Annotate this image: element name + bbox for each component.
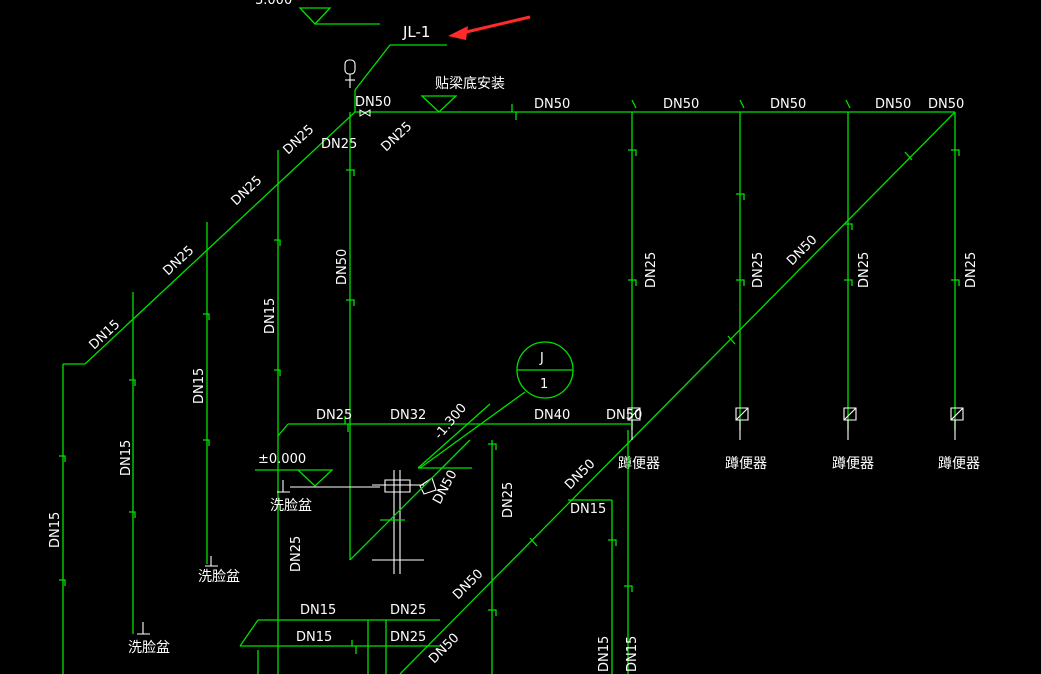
elevation-zero-group: ±0.000 <box>255 452 380 488</box>
beam-note-group: 贴梁底安装 <box>420 76 505 113</box>
section-marker-top: J <box>539 351 544 366</box>
size-label: DN50 <box>335 249 350 285</box>
size-label: DN25 <box>501 482 516 518</box>
elevation-top-label: 3.000 <box>255 0 292 8</box>
meter-assembly <box>349 439 471 574</box>
size-label: DN15 <box>263 298 278 334</box>
lower-horizontal-pipe: DN25 DN32 DN40 DN50 -1.300 <box>277 401 642 469</box>
size-label: DN32 <box>390 408 426 423</box>
section-marker: J 1 <box>419 341 574 469</box>
size-label: DN25 <box>644 252 659 288</box>
squat-toilet-label: 蹲便器 <box>832 456 874 472</box>
size-label: DN15 <box>119 440 134 476</box>
section-marker-bottom: 1 <box>540 377 548 392</box>
riser-tag-group: JL-1 <box>354 23 447 91</box>
size-label: DN15 <box>300 603 336 618</box>
bottom-rows: DN15 DN25 DN15 DN25 <box>239 603 440 674</box>
lower-right-dn15: DN15 DN15 DN15 <box>568 430 640 674</box>
size-label: DN50 <box>663 97 699 112</box>
red-arrow-shaft <box>461 15 531 35</box>
size-label: DN40 <box>534 408 570 423</box>
size-label: DN50 <box>534 97 570 112</box>
size-label: DN15 <box>597 636 612 672</box>
left-verticals: DN15 DN15 DN15 DN15 <box>48 150 281 674</box>
size-label: DN25 <box>751 252 766 288</box>
size-label: DN25 <box>289 536 304 572</box>
washbasin-label: 洗脸盆 <box>270 498 312 514</box>
top-elevation-group: 3.000 <box>255 0 380 25</box>
size-label: DN15 <box>625 636 640 672</box>
washbasin-labels: 洗脸盆 洗脸盆 洗脸盆 <box>128 480 312 656</box>
size-label: DN25 <box>390 630 426 645</box>
diagonal-dn25 <box>84 111 356 365</box>
size-label: DN15 <box>48 512 63 548</box>
toilet-branches: DN25 DN25 DN25 DN25 <box>627 112 979 440</box>
size-label: DN50 <box>606 408 642 423</box>
elevation-top-triangle <box>298 7 332 25</box>
size-label: DN25 <box>321 137 357 152</box>
riser-tag-diagonal <box>354 44 391 91</box>
size-label: DN15 <box>192 368 207 404</box>
red-arrow-annotation <box>448 15 531 40</box>
riser-tag-label: JL-1 <box>402 23 430 41</box>
size-label: DN50 <box>770 97 806 112</box>
beam-mount-note: 贴梁底安装 <box>435 76 505 92</box>
size-label: DN50 <box>875 97 911 112</box>
washbasin-label: 洗脸盆 <box>198 569 240 585</box>
size-label: DN50 <box>928 97 964 112</box>
washbasin-label: 洗脸盆 <box>128 640 170 656</box>
red-arrow-head <box>448 26 468 40</box>
beam-elevation-triangle <box>420 95 458 113</box>
air-vent-valve-icon <box>344 59 356 88</box>
squat-toilet-label: 蹲便器 <box>938 456 980 472</box>
main-header-pipe: DN50 DN50 DN50 DN50 DN50 DN50 <box>354 90 964 120</box>
middle-verticals: DN25 DN25 DN50 <box>289 440 516 674</box>
size-label: DN50 <box>355 95 391 110</box>
elevation-zero-triangle <box>296 469 334 487</box>
size-label: DN15 <box>296 630 332 645</box>
elevation-zero-label: ±0.000 <box>258 452 306 467</box>
size-label: DN25 <box>964 252 979 288</box>
gate-valve-icon <box>359 109 371 117</box>
size-label: DN25 <box>316 408 352 423</box>
size-label: DN25 <box>390 603 426 618</box>
size-label: DN15 <box>570 502 606 517</box>
squat-toilet-label: 蹲便器 <box>725 456 767 472</box>
riser-dn50: DN50 <box>335 112 355 560</box>
size-label: DN25 <box>857 252 872 288</box>
tap-icon <box>419 477 437 495</box>
squat-toilet-label: 蹲便器 <box>618 456 660 472</box>
